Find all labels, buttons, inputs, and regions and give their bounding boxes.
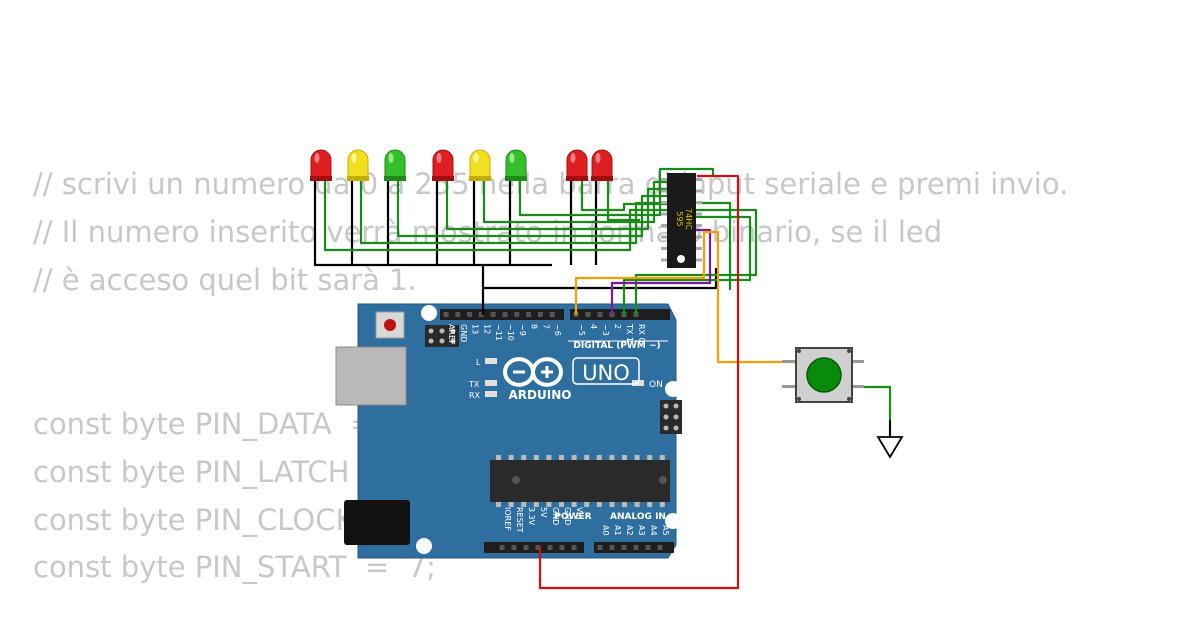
digital-pin-label: RX 0 — [637, 324, 646, 343]
wire-ground-bus — [313, 180, 718, 315]
arduino-logo: ARDUINO UNO — [503, 357, 640, 402]
power-pin-label: GND — [563, 507, 572, 525]
power-pin-label: Vin — [575, 507, 584, 520]
led-red[interactable] — [432, 149, 454, 181]
wire-led-green — [323, 167, 892, 437]
digital-pin-label: ~10 — [506, 324, 515, 341]
power-pin-label: IOREF — [503, 507, 512, 531]
power-header — [484, 542, 584, 553]
analog-pin-label: A3 — [637, 525, 646, 536]
analog-pin-label: A5 — [661, 525, 670, 536]
digital-pin-label: ~3 — [601, 324, 610, 336]
analog-pin-label: A1 — [613, 525, 622, 536]
code-line-pin-start: const byte PIN_START = 7; — [33, 550, 436, 584]
power-pin-label: 5V — [539, 507, 548, 518]
icsp-header-top — [425, 325, 459, 347]
svg-text:RX: RX — [469, 391, 481, 400]
digital-pin-label: 7 — [541, 324, 550, 329]
digital-pin-label: 12 — [482, 324, 491, 334]
icsp-header-side — [660, 400, 682, 434]
brand-label: ARDUINO — [509, 388, 572, 402]
digital-pin-label: GND — [459, 324, 468, 342]
digital-label: DIGITAL (PWM ~) — [573, 341, 660, 351]
model-label: UNO — [582, 361, 630, 385]
analog-label: ANALOG IN — [610, 512, 666, 522]
svg-text:TX: TX — [468, 380, 480, 389]
wire-5v — [538, 174, 740, 590]
digital-pin-label: 13 — [471, 324, 480, 334]
digital-pin-label: 8 — [530, 324, 539, 329]
svg-text:L: L — [476, 358, 481, 367]
power-label: POWER — [554, 512, 591, 522]
wires[interactable] — [313, 167, 892, 590]
digital-pin-label: 2 — [613, 324, 622, 329]
on-led-label: ON — [649, 380, 663, 390]
pushbutton[interactable] — [782, 347, 864, 403]
led-green[interactable] — [505, 149, 527, 181]
digital-pin-label: ~5 — [577, 324, 586, 336]
wire-latch — [610, 228, 712, 315]
analog-pin-label: A4 — [649, 525, 658, 536]
led-red[interactable] — [566, 149, 588, 181]
led-yellow[interactable] — [347, 149, 369, 181]
digital-pin-label: 4 — [589, 324, 598, 329]
digital-pin-label: TX 1 — [625, 323, 634, 342]
analog-pin-label: A0 — [601, 525, 610, 536]
led-yellow[interactable] — [469, 149, 491, 181]
shift-register-74hc595[interactable]: 74HC 595 — [661, 173, 702, 268]
digital-pin-label: AREF — [447, 324, 456, 345]
power-pin-label: 3.3V — [527, 507, 536, 526]
digital-pin-label: ~6 — [553, 324, 562, 336]
digital-pin-label: ~9 — [518, 324, 527, 336]
power-pin-label: RESET — [515, 507, 524, 533]
wire-start — [574, 230, 795, 364]
led-row — [310, 149, 613, 181]
chip-label-line1: 74HC — [684, 208, 693, 230]
digital-pin-label: ~11 — [494, 324, 503, 341]
atmega-chip — [490, 455, 670, 507]
digital-header-right — [570, 309, 670, 320]
led-red[interactable] — [591, 149, 613, 181]
led-green[interactable] — [384, 149, 406, 181]
led-red[interactable] — [310, 149, 332, 181]
usb-connector — [335, 346, 407, 406]
button-cap — [806, 357, 842, 393]
power-jack — [344, 500, 410, 545]
chip-label-line2: 595 — [675, 211, 684, 226]
power-pin-label: GND — [551, 507, 560, 525]
code-line-comment-3: // è acceso quel bit sarà 1. — [33, 263, 417, 297]
ground-symbol — [876, 420, 904, 459]
analog-pin-label: A2 — [625, 525, 634, 536]
digital-header-left — [440, 309, 564, 320]
